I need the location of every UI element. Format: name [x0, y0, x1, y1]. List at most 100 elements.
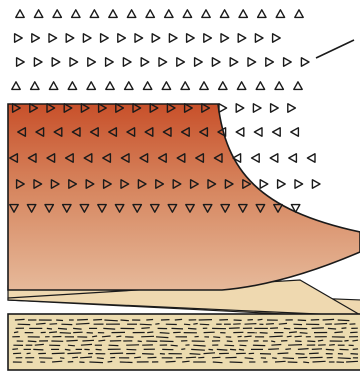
rock-dash [258, 319, 263, 320]
rock-dash [98, 340, 105, 341]
rock-dash [272, 358, 277, 359]
rock-dash [260, 333, 268, 334]
rock-dash [190, 354, 201, 355]
rock-dash [283, 358, 294, 359]
rock-dash [68, 345, 75, 346]
rock-dash [230, 349, 236, 350]
rock-dash [334, 324, 347, 325]
rock-dash [240, 345, 247, 346]
rock-dash [245, 324, 257, 325]
rock-dash [300, 333, 308, 334]
rock-dash [353, 349, 358, 350]
rock-dash [328, 328, 336, 329]
rock-dash [275, 361, 286, 362]
rock-dash [36, 323, 46, 324]
rock-dash [230, 362, 243, 363]
rock-dash [346, 361, 358, 362]
rock-dash [172, 328, 184, 329]
rock-dash [110, 353, 123, 354]
rock-dash [104, 320, 117, 321]
rock-dash [12, 349, 18, 350]
rock-dash [14, 332, 18, 333]
rock-dash [58, 328, 67, 329]
rock-dash [288, 345, 302, 346]
rock-dash [271, 345, 281, 346]
rock-dash [89, 362, 103, 363]
rock-dash [342, 328, 347, 329]
rock-dash [76, 323, 90, 324]
rock-dash [279, 323, 287, 324]
rock-dash [285, 349, 291, 350]
rock-dash [47, 328, 52, 329]
rock-dash [56, 320, 63, 321]
rock-dash [65, 349, 71, 350]
rock-dash [213, 337, 220, 338]
rock-dash [309, 353, 319, 354]
rock-dash [313, 361, 326, 362]
rock-dash [80, 357, 92, 358]
rock-dash [28, 341, 37, 342]
rock-dash [239, 349, 244, 350]
rock-dash [138, 341, 142, 342]
rock-dash [184, 324, 190, 325]
rock-dash [338, 358, 351, 359]
rock-dash [213, 362, 223, 363]
rock-dash [329, 345, 335, 346]
rock-dash [326, 349, 334, 350]
rock-dash [96, 349, 102, 350]
rock-dash [191, 349, 205, 350]
rock-dash [116, 336, 121, 337]
rock-dash [269, 336, 282, 337]
rock-dash [323, 319, 335, 320]
rock-dash [171, 345, 178, 346]
rock-dash [295, 336, 302, 337]
rock-dash [182, 361, 189, 362]
rock-dash [278, 353, 289, 354]
rock-dash [66, 340, 77, 341]
rock-dash [175, 319, 182, 320]
rock-dash [50, 324, 58, 325]
rock-dash [338, 320, 350, 321]
rock-dash [298, 349, 309, 350]
rock-dash [204, 353, 216, 354]
rock-dash [268, 349, 279, 350]
rock-dash [181, 349, 185, 350]
rock-dash [188, 328, 196, 329]
rock-dash [312, 349, 322, 350]
rock-dash [142, 354, 154, 355]
rock-dash [351, 354, 359, 355]
rock-dash [141, 336, 154, 337]
rock-dash [334, 332, 342, 333]
rock-dash [244, 336, 251, 337]
rock-dash [35, 344, 44, 345]
rock-dash [303, 362, 309, 363]
rock-dash [160, 333, 170, 334]
rock-dash [155, 324, 159, 325]
rock-dash [186, 357, 196, 358]
rock-dash [200, 324, 209, 325]
rock-dash [160, 341, 174, 342]
rock-dash [121, 320, 129, 321]
rock-dash [92, 336, 97, 337]
rock-dash [212, 357, 220, 358]
rock-dash [60, 333, 71, 334]
rock-dash [72, 357, 78, 358]
rock-dash [289, 332, 297, 333]
rock-dash [81, 344, 92, 345]
rock-dash [229, 328, 240, 329]
rock-dash [156, 337, 168, 338]
rock-dash [287, 336, 292, 337]
rock-dash [225, 345, 235, 346]
rock-dash [166, 361, 176, 362]
rock-dash [103, 328, 115, 329]
rock-dash [141, 328, 149, 329]
rock-dash [193, 324, 197, 325]
rock-dash [270, 328, 278, 329]
rock-dash [60, 358, 64, 359]
rock-dash [344, 341, 348, 342]
rock-dash [82, 340, 94, 341]
rock-dash [134, 357, 141, 358]
rock-dash [217, 349, 228, 350]
rock-dash [147, 332, 153, 333]
